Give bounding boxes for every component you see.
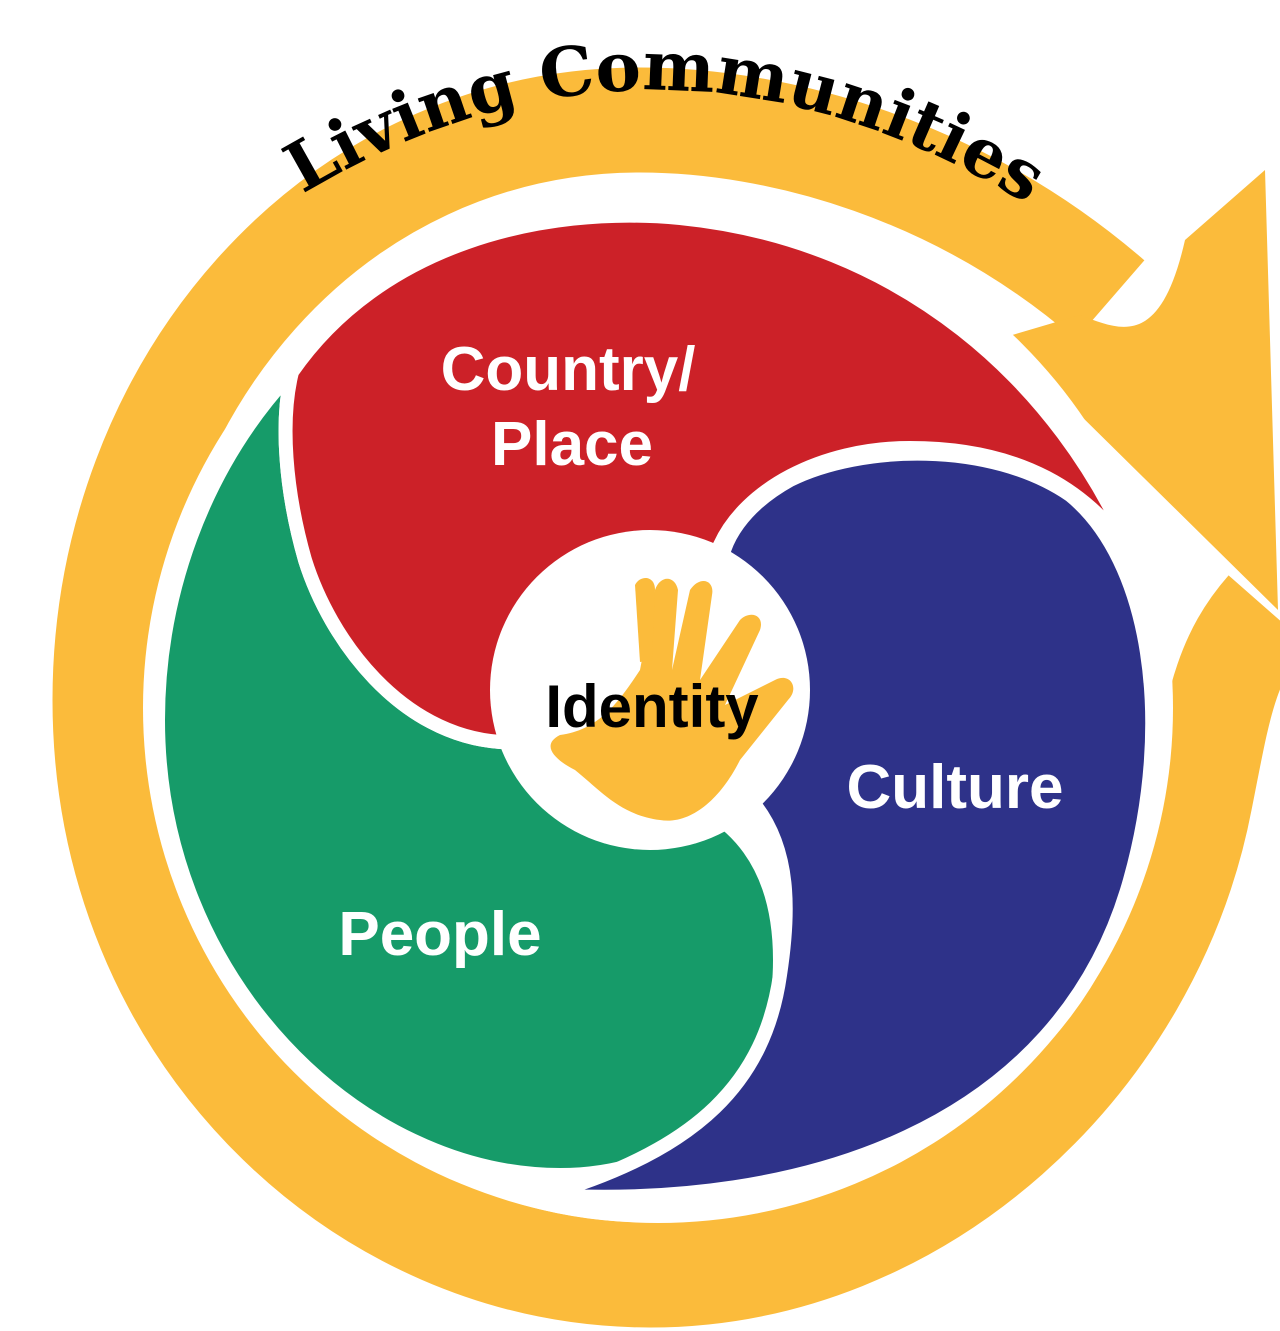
outer-arrow xyxy=(52,67,1280,1328)
outer-arrow-ring xyxy=(52,67,1280,1328)
people-label: People xyxy=(338,900,541,969)
culture-label: Culture xyxy=(847,753,1064,822)
country-place-label-line1: Country/ xyxy=(441,335,696,404)
outer-arrow-head xyxy=(1002,170,1278,610)
segment-country-place xyxy=(278,208,1142,750)
identity-label: Identity xyxy=(545,673,759,740)
identity-center: Identity xyxy=(490,530,810,850)
hand-icon xyxy=(550,578,794,821)
country-place-label-line2: Place xyxy=(491,410,653,479)
